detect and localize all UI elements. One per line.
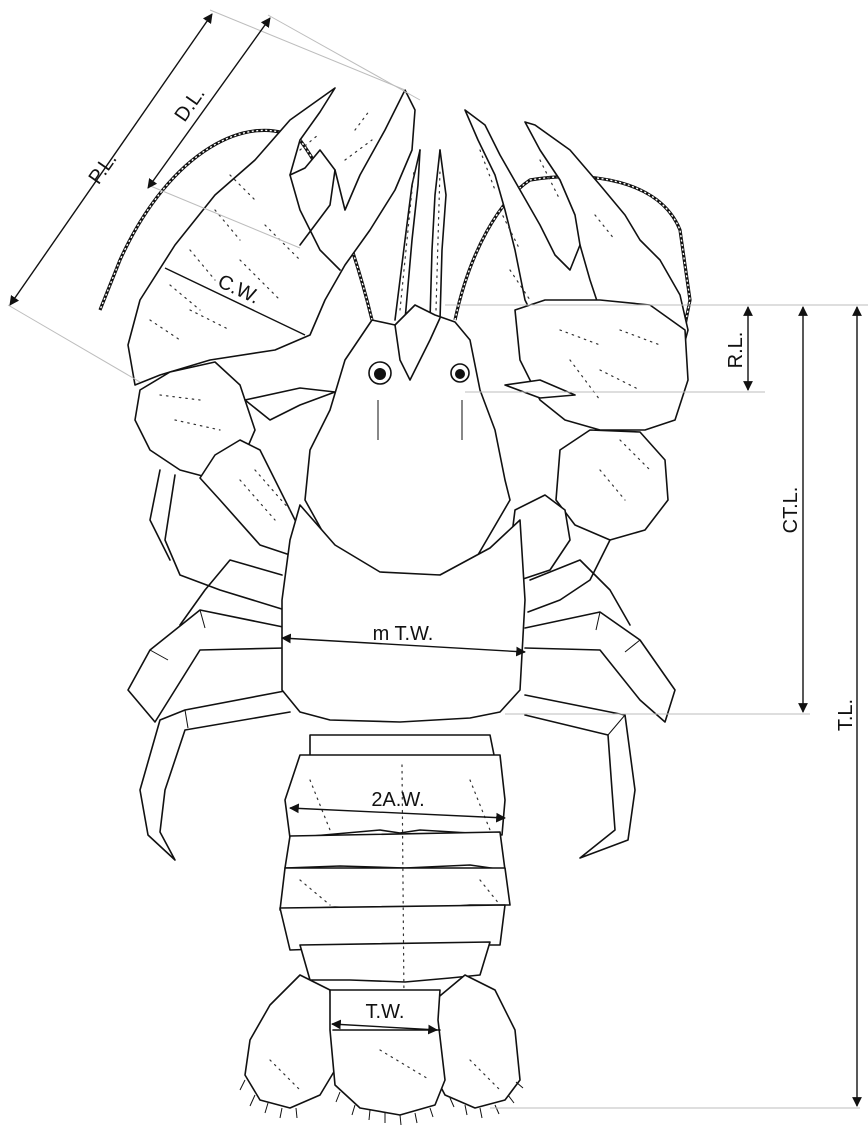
right-pupil-icon [455, 369, 465, 379]
right-leg-2 [525, 695, 635, 858]
right-leg-1 [525, 612, 675, 722]
tw-label: T.W. [366, 1001, 405, 1023]
carapace [282, 305, 525, 722]
rl-label: R.L. [725, 332, 747, 369]
mtw-label: m T.W. [373, 623, 434, 645]
tail-fan [240, 975, 523, 1125]
ctl-label: CT.L. [780, 487, 802, 534]
left-leg-3 [180, 560, 282, 625]
abdomen [280, 735, 510, 1000]
aw2-label: 2A.W. [371, 789, 424, 811]
left-leg-2 [140, 690, 290, 860]
antennules [395, 150, 446, 320]
left-pupil-icon [374, 368, 386, 380]
pl-label: P.L. [85, 149, 122, 189]
tl-label: T.L. [835, 699, 857, 731]
dl-label: D.L. [171, 83, 210, 126]
